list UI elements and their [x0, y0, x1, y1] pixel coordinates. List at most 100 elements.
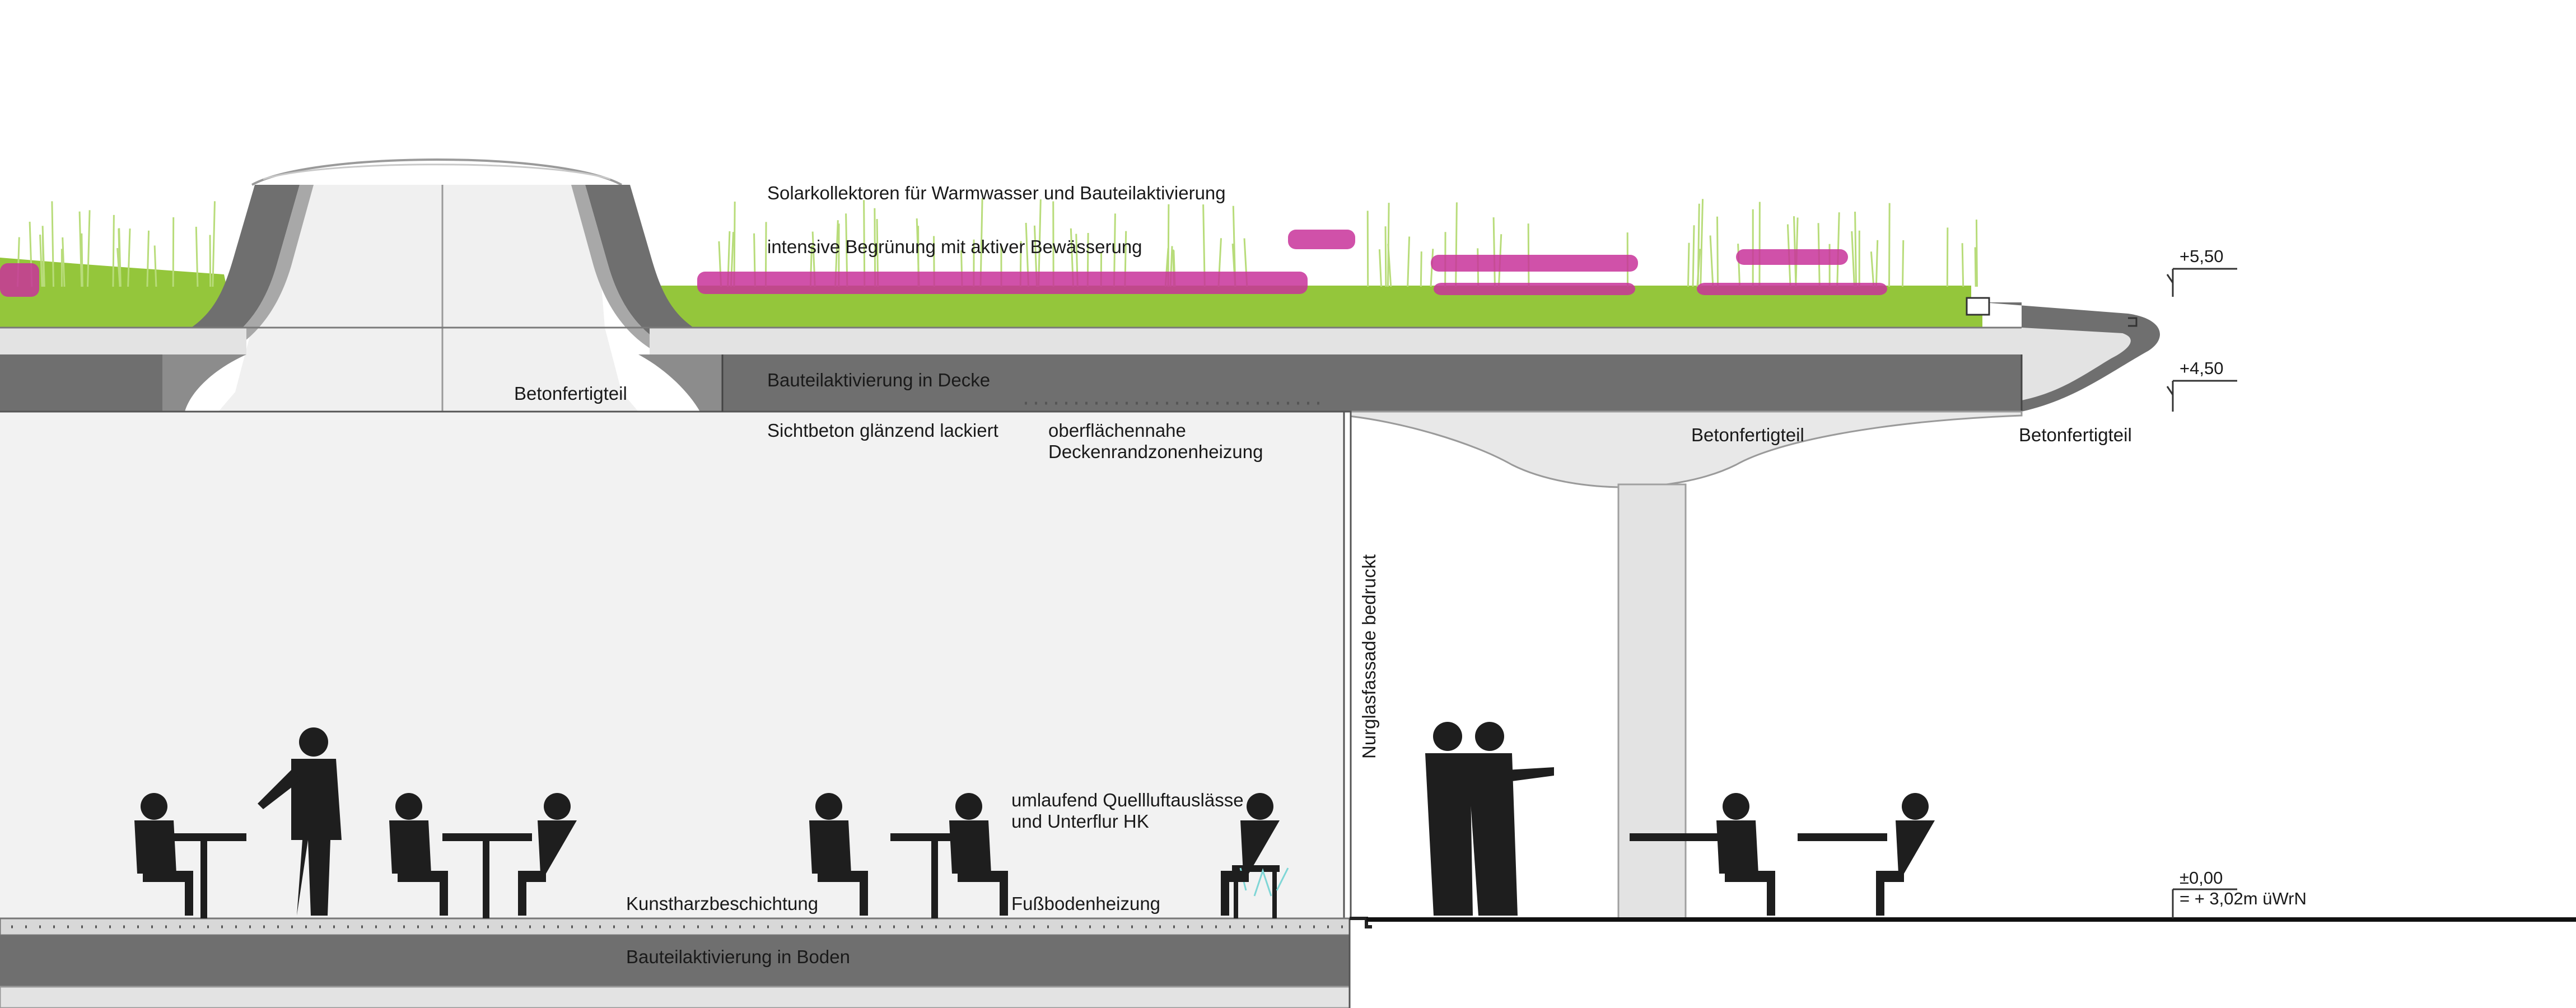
roof-slab-left	[0, 354, 185, 412]
furniture	[162, 833, 1887, 918]
level-roof-symbol	[2166, 268, 2237, 297]
column-shaft	[1617, 483, 1687, 920]
grass-blade	[118, 228, 121, 287]
person-seated-5	[949, 793, 1008, 916]
label-precast-mid: Betonfertigteil	[1691, 424, 1804, 445]
grass-blade	[1961, 243, 1964, 287]
grass-blade	[62, 237, 66, 287]
person-seated-7	[1716, 793, 1775, 916]
grass-blade	[1854, 211, 1858, 287]
person-seated-6	[1221, 793, 1280, 916]
level-marker-slab: +4,50	[2166, 358, 2237, 412]
skylight-glass-dome-inner	[263, 164, 611, 180]
table-5	[1798, 833, 1887, 841]
grass-blade	[1700, 199, 1704, 287]
level-marker-roof: +5,50	[2166, 246, 2237, 297]
roof-top-layer-right	[650, 328, 2022, 354]
glass-facade	[1343, 410, 1352, 920]
grass-blade	[146, 230, 150, 287]
grass-blade	[1687, 242, 1690, 287]
grass-blade	[112, 214, 115, 287]
label-precast-right: Betonfertigteil	[2019, 424, 2132, 445]
level-marker-ground: ±0,00 = + 3,02m üWrN	[2172, 868, 2307, 918]
roof-slab-skylight-bottom	[638, 354, 722, 412]
person-standing-3	[1467, 722, 1554, 916]
grass-blade	[1455, 202, 1458, 287]
level-slab-top: +4,50	[2180, 358, 2223, 378]
stool-leg-r	[1272, 871, 1277, 918]
table-2	[442, 833, 532, 841]
flower-bed	[1434, 283, 1635, 295]
person-seated-1	[134, 793, 193, 916]
skylight-glass-dome	[251, 158, 622, 186]
grass-blade	[1384, 226, 1387, 287]
column-capital	[1343, 410, 2023, 488]
grass-blade	[195, 226, 199, 287]
label-exposed-concrete: Sichtbeton glänzend lackiert	[767, 420, 998, 441]
level-roof-top: +5,50	[2180, 246, 2223, 266]
grass-blade	[1737, 244, 1741, 287]
level-ground: ±0,00	[2180, 868, 2223, 888]
grass-blade	[1709, 235, 1714, 287]
level-slab-symbol	[2166, 380, 2237, 412]
grass-blade	[1975, 220, 1978, 287]
person-standing-1	[258, 727, 342, 916]
grass-blade	[172, 217, 175, 287]
label-glass-facade: Nurglasfassade bedruckt	[1359, 554, 1379, 759]
flower-bed	[1431, 255, 1638, 272]
floor-resin-coating	[0, 917, 1351, 936]
floor-slab	[0, 935, 1350, 987]
skylight-upstand-right	[585, 185, 722, 367]
roof-cantilever-nose-light	[2022, 328, 2131, 400]
grass-blade	[51, 201, 54, 287]
grass-blade	[153, 245, 157, 287]
grass-blade	[87, 210, 91, 287]
grass-blade	[1946, 227, 1949, 287]
grass-blade	[1851, 231, 1855, 287]
grass-blade	[1716, 216, 1719, 287]
flower-bed	[1697, 283, 1887, 295]
grass-blade	[1974, 247, 1977, 287]
roof-slab-right	[722, 354, 2022, 412]
grass-blade	[1407, 236, 1411, 287]
flower-bed	[697, 272, 1308, 294]
flower-bed	[1736, 249, 1848, 265]
label-floor-activation: Bauteilaktivierung in Boden	[626, 946, 850, 967]
person-seated-3	[518, 793, 577, 916]
grass-blade	[1870, 251, 1875, 287]
floor-slab-base	[0, 986, 1351, 1008]
label-solar-collectors: Solarkollektoren für Warmwasser und Baut…	[767, 183, 1226, 203]
flower-bed	[0, 263, 39, 297]
stool-leg-l	[1234, 871, 1238, 918]
grass-blade	[1692, 225, 1695, 287]
grass-blade	[1430, 249, 1434, 287]
flower-bed	[1288, 230, 1355, 249]
grass-blade	[1901, 240, 1905, 287]
label-floor-heating: Fußbodenheizung	[1011, 893, 1160, 914]
level-ground-symbol	[2172, 888, 2237, 918]
vegetation	[0, 198, 1978, 297]
skylight-well	[218, 185, 638, 412]
roof-drip-notch	[2128, 317, 2138, 327]
grass-blade	[127, 228, 131, 287]
table-1	[162, 833, 246, 841]
grass-blade	[1875, 240, 1879, 287]
person-standing-2	[1425, 722, 1473, 916]
label-outlets-1: umlaufend Quellluftauslässe	[1011, 790, 1244, 810]
person-seated-2	[389, 793, 448, 916]
label-outlets-2: und Unterflur HK	[1011, 811, 1149, 832]
people	[134, 722, 1935, 916]
person-seated-4	[809, 793, 868, 916]
grass-blade	[1387, 203, 1390, 287]
grass-blade	[1697, 203, 1700, 287]
label-ceiling-activation: Bauteilaktivierung in Decke	[767, 370, 990, 390]
label-edge-heating-2: Deckenrandzonenheizung	[1048, 441, 1263, 462]
level-ground-absolute: = + 3,02m üWrN	[2180, 889, 2307, 908]
roof-top-layer-left	[0, 328, 246, 354]
grass-blade	[39, 234, 43, 287]
grass-blade	[78, 211, 83, 287]
facade-floor-threshold	[1350, 917, 1372, 928]
grass-blade	[1492, 217, 1496, 287]
label-precast-left: Betonfertigteil	[514, 383, 627, 404]
roof-edge-parapet	[1966, 297, 1990, 316]
